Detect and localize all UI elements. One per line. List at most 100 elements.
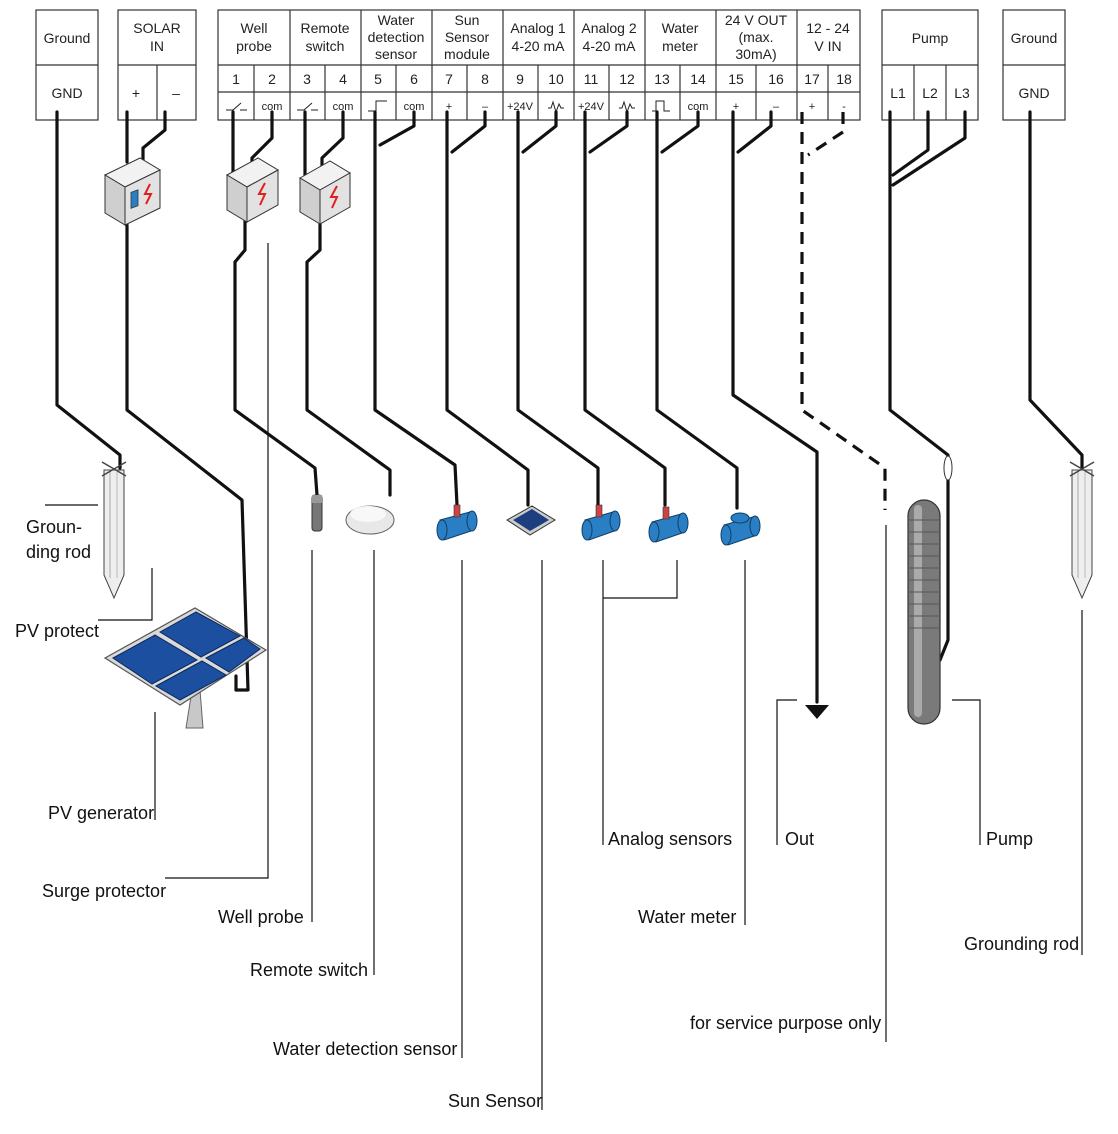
well-probe-title-1: Well: [241, 20, 268, 36]
terminal-ground-left: Ground GND: [35, 9, 99, 121]
pin-symbol: +24V: [578, 101, 605, 113]
wire-24v-out: [731, 110, 819, 704]
terminal-solar-in: SOLAR IN + –: [117, 9, 197, 121]
pin-number: 16: [768, 71, 784, 87]
grounding-rod-icon: [101, 461, 127, 600]
ground-right-title: Ground: [1011, 30, 1058, 46]
pump-pin-l3: L3: [954, 85, 970, 101]
in1224-title-1: 12 - 24: [806, 20, 850, 36]
sun-sensor-title-3: module: [444, 46, 490, 62]
label-analog-sensors: Analog sensors: [608, 829, 732, 849]
pump-pin-l1: L1: [890, 85, 906, 101]
pv-protect-box-icon: [103, 157, 162, 226]
label-pv-generator: PV generator: [48, 803, 154, 823]
wire-water-detection: [373, 110, 459, 507]
wire-pin10: [521, 110, 558, 154]
pin-number: 6: [410, 71, 418, 87]
remote-switch-title-2: switch: [306, 38, 345, 54]
pulse-signal-icon: [652, 100, 670, 112]
pin-symbol: -: [842, 101, 846, 113]
pin-symbol: –: [482, 101, 489, 113]
terminal-pump: Pump L1 L2 L3: [881, 9, 979, 121]
pin-number: 11: [584, 71, 599, 87]
wire-analog2: [583, 110, 667, 507]
remote-switch-float-icon: [345, 505, 395, 535]
well-probe-title-2: probe: [236, 38, 272, 54]
solar-in-title-2: IN: [150, 38, 164, 54]
pin-number: 15: [728, 71, 744, 87]
pin-number: 1: [232, 71, 240, 87]
solar-in-title-1: SOLAR: [133, 20, 180, 36]
water-detection-title-3: sensor: [375, 46, 417, 62]
solar-in-minus: –: [172, 85, 180, 101]
pin-symbol: –: [773, 101, 780, 113]
pin-symbol: +: [446, 101, 452, 113]
labels: Groun- ding rod PV protect PV generator …: [15, 517, 1079, 1111]
analog2-title-1: Analog 2: [581, 20, 636, 36]
sun-sensor-title-2: Sensor: [445, 29, 490, 45]
wire-sun-sensor: [445, 110, 530, 507]
water-meter-title-1: Water: [662, 20, 699, 36]
label-remote-switch: Remote switch: [250, 960, 368, 980]
leader-lines: [45, 243, 1083, 1110]
wire-pin8: [450, 110, 487, 154]
remote-switch-title-1: Remote: [300, 20, 349, 36]
terminal-ground-right: Ground GND: [1002, 9, 1066, 121]
analog-sensor-icon: [648, 506, 689, 543]
pin-symbol: +24V: [507, 101, 534, 113]
label-water-detection-sensor: Water detection sensor: [273, 1039, 457, 1059]
pin-number: 2: [268, 71, 276, 87]
sun-sensor-icon: [506, 505, 556, 536]
label-pump: Pump: [986, 829, 1033, 849]
water-detection-title-2: detection: [368, 29, 425, 45]
wire-well-probe: [233, 216, 319, 497]
pin-number: 10: [548, 71, 564, 87]
wire-pin12: [588, 110, 629, 154]
wire-pin14: [660, 110, 700, 154]
pin-symbol: +: [733, 101, 739, 113]
analog-sensor-icon: [581, 504, 621, 541]
pin-number: 17: [804, 71, 820, 87]
wire-pin16: [736, 110, 773, 154]
label-grounding-rod-left-1: Groun-: [26, 517, 82, 537]
ground-left-pin: GND: [51, 85, 82, 101]
wire-pin4: [320, 110, 345, 170]
pin-number: 12: [619, 71, 635, 87]
pin-symbol: com: [262, 101, 283, 113]
wire-water-meter: [655, 110, 739, 510]
label-service: for service purpose only: [690, 1013, 881, 1033]
wire-pump-to-body: [938, 478, 950, 662]
pin-number: 13: [654, 71, 670, 87]
pin-symbol: com: [333, 101, 354, 113]
surge-protector-icon: [225, 157, 280, 223]
pin-number: 7: [445, 71, 453, 87]
pin-symbol: com: [688, 101, 709, 113]
pump-title: Pump: [912, 30, 949, 46]
wire-analog1: [516, 110, 600, 507]
pump-pin-l2: L2: [922, 85, 938, 101]
wire-pin6: [378, 110, 416, 147]
water-meter-title-2: meter: [662, 38, 698, 54]
wire-pin18: [807, 112, 845, 157]
terminal-block-main: Well probe Remote switch Water detection…: [217, 9, 861, 121]
pin-number: 8: [481, 71, 489, 87]
wire-pv-generator: [125, 223, 250, 692]
water-detection-title-1: Water: [378, 12, 415, 28]
pin-number: 9: [516, 71, 524, 87]
label-sun-sensor: Sun Sensor: [448, 1091, 542, 1111]
wire-remote-switch: [305, 216, 392, 497]
in1224-title-2: V IN: [814, 38, 841, 54]
nc-contact-icon: [226, 102, 318, 111]
label-surge-protector: Surge protector: [42, 881, 166, 901]
solar-panel-icon: [103, 607, 268, 729]
water-detection-sensor-icon: [436, 504, 478, 541]
out24-title-3: 30mA): [735, 46, 776, 62]
pin-symbol: +: [809, 101, 815, 113]
grounding-rod-icon: [1069, 461, 1095, 600]
out24-title-2: (max.: [739, 29, 774, 45]
surge-protector-icon: [299, 160, 351, 225]
analog1-title-2: 4-20 mA: [512, 38, 566, 54]
pin-number: 4: [339, 71, 347, 87]
analog1-title-1: Analog 1: [510, 20, 565, 36]
